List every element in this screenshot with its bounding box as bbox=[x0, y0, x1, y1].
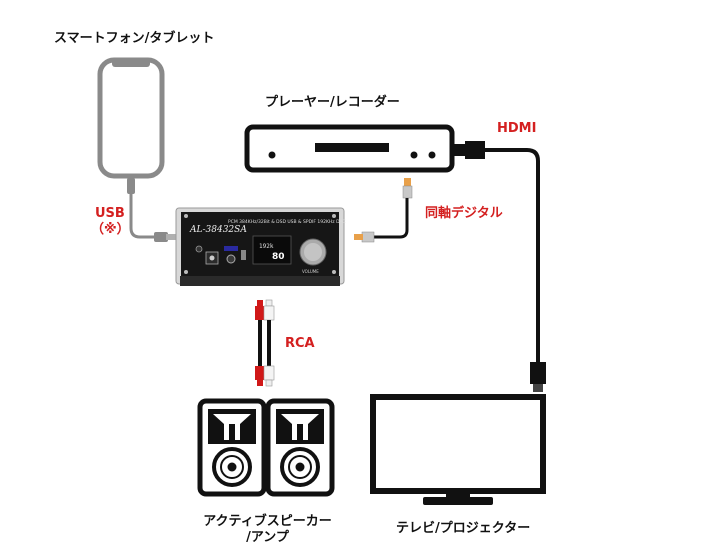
speaker-left-woofer-cap bbox=[227, 462, 237, 472]
tv-device bbox=[370, 394, 546, 505]
rca-plug-bottom-red bbox=[255, 366, 265, 380]
speaker-left bbox=[197, 398, 267, 497]
rca-plug-top-white bbox=[263, 305, 275, 321]
coax-plug-dac-tip bbox=[354, 234, 363, 240]
dac-input-led bbox=[224, 246, 238, 251]
hdmi-plug-tv bbox=[530, 362, 546, 384]
speaker-left-tweeter bbox=[229, 424, 235, 440]
hdmi-plug-tv-tip bbox=[533, 384, 543, 392]
tv-neck bbox=[446, 491, 470, 497]
dac-display-rate: 192k bbox=[259, 243, 274, 250]
smartphone-label: スマートフォン/タブレット bbox=[54, 31, 215, 46]
usb-plug-dac bbox=[154, 232, 168, 242]
rca-plug-bottom-white bbox=[263, 365, 275, 381]
player-power-led bbox=[268, 151, 276, 159]
dac-device: PCM 384KHz/32Bit & DSD USB & SPDIF 192KH… bbox=[175, 207, 346, 286]
rca-plug-top-white-tip bbox=[265, 299, 273, 307]
dac-bottom-plate bbox=[180, 276, 340, 286]
rca-plug-bottom-white-tip bbox=[265, 379, 273, 387]
coax-plug-player-tip bbox=[404, 178, 411, 186]
rca-cable bbox=[255, 299, 275, 387]
dac-screw-tl bbox=[184, 214, 188, 218]
dac-knob-label: VOLUME bbox=[302, 269, 319, 274]
player-disc-slot bbox=[315, 143, 389, 152]
dac-power-icon bbox=[195, 245, 203, 253]
dac-headphone-jack bbox=[226, 254, 236, 264]
usb-label: USB bbox=[95, 206, 125, 221]
smartphone-device bbox=[97, 57, 165, 179]
player-label: プレーヤー/レコーダー bbox=[265, 95, 400, 110]
dac-screw-br bbox=[332, 270, 336, 274]
dac-volume-knob-face bbox=[304, 243, 322, 261]
player-device bbox=[244, 124, 455, 173]
speaker-label: アクティブスピーカー /アンプ bbox=[180, 514, 355, 546]
dac-input-switch bbox=[241, 250, 246, 260]
speaker-right-tweeter bbox=[297, 424, 303, 440]
hdmi-plug-player bbox=[465, 141, 485, 159]
player-button-2 bbox=[428, 151, 436, 159]
coax-plug-dac bbox=[361, 231, 375, 243]
speaker-label-line2: /アンプ bbox=[246, 530, 289, 545]
tv-screen bbox=[370, 394, 546, 494]
coax-label: 同軸デジタル bbox=[425, 206, 503, 221]
usb-note-label: （※） bbox=[91, 222, 130, 237]
coax-plug-player bbox=[402, 185, 413, 199]
tv-label: テレビ/プロジェクター bbox=[396, 521, 531, 536]
hdmi-label: HDMI bbox=[497, 121, 537, 136]
dac-screw-bl bbox=[184, 270, 188, 274]
coax-cable-line bbox=[374, 198, 409, 239]
speaker-label-line1: アクティブスピーカー bbox=[203, 514, 332, 529]
tv-stand bbox=[423, 497, 493, 505]
speaker-right-woofer-cap bbox=[295, 462, 305, 472]
smartphone-notch bbox=[112, 60, 150, 67]
hdmi-cable-line bbox=[485, 148, 540, 362]
usb-plug-phone bbox=[127, 178, 135, 194]
dac-display-volume: 80 bbox=[272, 252, 285, 262]
speaker-right bbox=[265, 398, 335, 497]
rca-plug-top-red-tip bbox=[257, 300, 263, 306]
dac-power-switch-knob bbox=[209, 255, 215, 261]
coax-cable bbox=[354, 178, 413, 243]
smartphone-body bbox=[97, 57, 165, 179]
hdmi-cable bbox=[453, 141, 546, 392]
dac-spec-text: PCM 384KHz/32Bit & DSD USB & SPDIF 192KH… bbox=[228, 219, 346, 225]
usb-cable bbox=[127, 178, 176, 242]
dac-display bbox=[252, 235, 292, 265]
dac-screw-tr bbox=[332, 214, 336, 218]
usb-cable-line bbox=[129, 194, 156, 239]
hdmi-plug-player-tip bbox=[453, 144, 467, 156]
player-button-1 bbox=[410, 151, 418, 159]
rca-label: RCA bbox=[285, 336, 315, 351]
dac-model-text: AL-38432SA bbox=[189, 225, 247, 235]
usb-plug-tip bbox=[166, 234, 176, 240]
rca-plug-top-red bbox=[255, 306, 265, 320]
rca-plug-bottom-red-tip bbox=[257, 380, 263, 386]
